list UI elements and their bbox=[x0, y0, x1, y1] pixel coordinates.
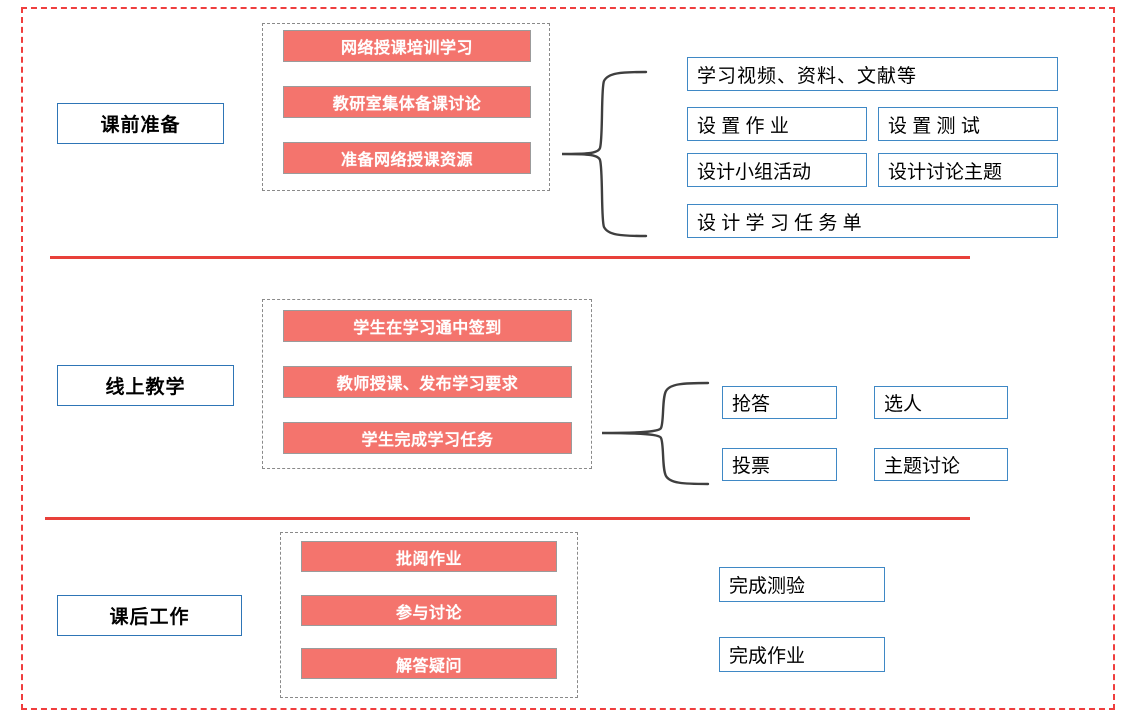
stage-label-after-class[interactable]: 课后工作 bbox=[57, 595, 242, 636]
detail-box-set-homework[interactable]: 设 置 作 业 bbox=[687, 107, 867, 141]
chip-online-teaching-1[interactable]: 学生在学习通中签到 bbox=[283, 310, 572, 342]
curly-brace-online-teaching bbox=[600, 378, 710, 490]
detail-box-vote[interactable]: 投票 bbox=[722, 448, 837, 481]
group-box-online-teaching bbox=[262, 299, 592, 469]
chip-online-teaching-3[interactable]: 学生完成学习任务 bbox=[283, 422, 572, 454]
detail-box-pick-person[interactable]: 选人 bbox=[874, 386, 1008, 419]
detail-box-learning-media[interactable]: 学习视频、资料、文献等 bbox=[687, 57, 1058, 91]
outer-dashed-frame bbox=[21, 7, 1115, 710]
detail-box-finish-homework[interactable]: 完成作业 bbox=[719, 637, 885, 672]
chip-pre-class-2[interactable]: 教研室集体备课讨论 bbox=[283, 86, 531, 118]
detail-box-set-test[interactable]: 设 置 测 试 bbox=[878, 107, 1058, 141]
chip-pre-class-1[interactable]: 网络授课培训学习 bbox=[283, 30, 531, 62]
curly-brace-pre-class bbox=[560, 66, 648, 242]
chip-after-class-1[interactable]: 批阅作业 bbox=[301, 541, 557, 572]
group-box-after-class bbox=[280, 532, 578, 698]
detail-box-finish-quiz[interactable]: 完成测验 bbox=[719, 567, 885, 602]
detail-box-design-discussion-topic[interactable]: 设计讨论主题 bbox=[878, 153, 1058, 187]
detail-box-topic-discussion[interactable]: 主题讨论 bbox=[874, 448, 1008, 481]
section-separator-1 bbox=[50, 256, 970, 259]
chip-online-teaching-2[interactable]: 教师授课、发布学习要求 bbox=[283, 366, 572, 398]
chip-after-class-3[interactable]: 解答疑问 bbox=[301, 648, 557, 679]
detail-box-rush-answer[interactable]: 抢答 bbox=[722, 386, 837, 419]
stage-label-online-teaching[interactable]: 线上教学 bbox=[57, 365, 234, 406]
detail-box-design-task-sheet[interactable]: 设 计 学 习 任 务 单 bbox=[687, 204, 1058, 238]
detail-box-design-group-activity[interactable]: 设计小组活动 bbox=[687, 153, 867, 187]
section-separator-2 bbox=[45, 517, 970, 520]
chip-pre-class-3[interactable]: 准备网络授课资源 bbox=[283, 142, 531, 174]
group-box-pre-class bbox=[262, 23, 550, 191]
stage-label-pre-class[interactable]: 课前准备 bbox=[57, 103, 224, 144]
chip-after-class-2[interactable]: 参与讨论 bbox=[301, 595, 557, 626]
